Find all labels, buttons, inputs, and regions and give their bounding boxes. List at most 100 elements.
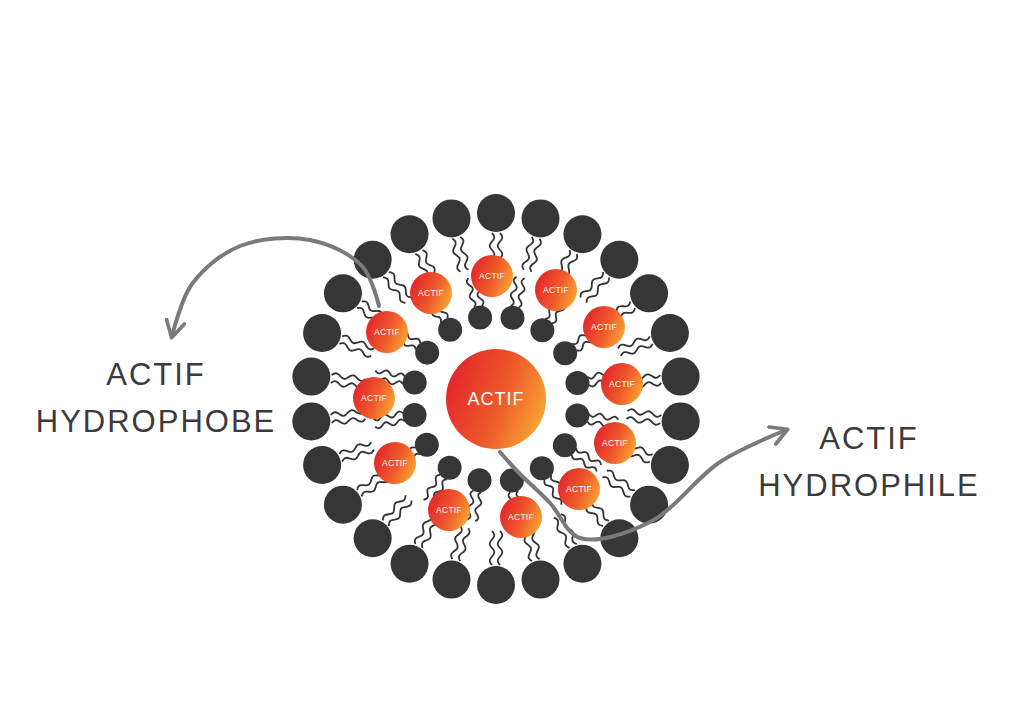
lipid-tail bbox=[451, 526, 462, 559]
lipid-head bbox=[651, 446, 689, 484]
lipid-tail bbox=[602, 477, 630, 497]
lipid-head bbox=[662, 358, 700, 396]
active-disc bbox=[500, 496, 542, 538]
lipid-head bbox=[468, 468, 492, 492]
lipid-head bbox=[403, 371, 427, 395]
lipid-tail bbox=[498, 531, 503, 565]
lipid-tail bbox=[587, 277, 610, 302]
lipid-head bbox=[565, 403, 589, 427]
lipid-head bbox=[530, 318, 554, 342]
lipid-head bbox=[651, 314, 689, 352]
membrane-active-circle: ACTIF bbox=[601, 363, 643, 405]
lipid-head bbox=[565, 371, 589, 395]
lipid-tail bbox=[339, 442, 371, 454]
active-disc bbox=[374, 442, 416, 484]
membrane-active-circle: ACTIF bbox=[583, 306, 625, 348]
lipid-tail bbox=[452, 239, 460, 272]
active-label: ACTIF bbox=[602, 439, 628, 448]
lipid-tail bbox=[519, 278, 525, 307]
membrane-active-circle: ACTIF bbox=[374, 442, 416, 484]
lipid-tail bbox=[475, 492, 481, 521]
active-label: ACTIF bbox=[543, 286, 569, 295]
membrane-active-circle: ACTIF bbox=[410, 272, 452, 314]
active-label: ACTIF bbox=[361, 394, 387, 403]
membrane-active-circle: ACTIF bbox=[535, 269, 577, 311]
active-label: ACTIF bbox=[591, 323, 617, 332]
lipid-tail bbox=[375, 419, 404, 428]
lipid-bilayer bbox=[292, 194, 699, 604]
active-disc bbox=[601, 363, 643, 405]
lipid-head bbox=[500, 306, 524, 330]
membrane-active-circle: ACTIF bbox=[500, 496, 542, 538]
lipid-tail bbox=[621, 344, 653, 356]
lipid-tail bbox=[628, 409, 662, 417]
lipid-head bbox=[415, 341, 439, 365]
leader-arrow bbox=[500, 430, 786, 540]
membrane-active-circle: ACTIF bbox=[558, 468, 600, 510]
leader-arrow bbox=[172, 238, 379, 336]
active-label: ACTIF bbox=[382, 459, 408, 468]
membrane-active-circle: ACTIF bbox=[428, 489, 470, 531]
lipid-head bbox=[303, 446, 341, 484]
lipid-head bbox=[391, 545, 429, 583]
lipid-head bbox=[563, 545, 601, 583]
lipid-head bbox=[438, 456, 462, 480]
active-disc bbox=[594, 422, 636, 464]
active-disc bbox=[428, 489, 470, 531]
lipid-head bbox=[600, 241, 638, 279]
lipid-head bbox=[292, 358, 330, 396]
membrane-active-circle: ACTIF bbox=[594, 422, 636, 464]
callout-label: ACTIF HYDROPHILE bbox=[733, 416, 1005, 509]
lipid-head bbox=[530, 456, 554, 480]
lipid-tail bbox=[627, 417, 661, 425]
lipid-head bbox=[303, 314, 341, 352]
lipid-head bbox=[630, 274, 668, 312]
lipid-tail bbox=[332, 373, 366, 381]
lipid-head bbox=[438, 318, 462, 342]
callout-label: ACTIF HYDROPHOBE bbox=[20, 352, 292, 445]
lipid-head bbox=[415, 433, 439, 457]
active-label: ACTIF bbox=[374, 328, 400, 337]
active-disc bbox=[583, 306, 625, 348]
active-disc bbox=[446, 349, 546, 449]
lipid-head bbox=[391, 215, 429, 253]
active-disc bbox=[535, 269, 577, 311]
lipid-head bbox=[553, 433, 577, 457]
lipid-head bbox=[563, 215, 601, 253]
core-active-circle: ACTIF bbox=[446, 349, 546, 449]
lipid-head bbox=[477, 194, 515, 232]
lipid-tail bbox=[530, 239, 541, 272]
active-disc bbox=[366, 311, 408, 353]
lipid-tail bbox=[332, 418, 366, 424]
lipid-head bbox=[324, 274, 362, 312]
lipid-head bbox=[522, 561, 560, 599]
inner-leaflet bbox=[374, 277, 619, 522]
lipid-tail bbox=[460, 237, 468, 270]
lipid-tail bbox=[490, 531, 495, 565]
lipid-head bbox=[292, 402, 330, 440]
lipid-tail bbox=[589, 414, 618, 420]
lipid-head bbox=[432, 561, 470, 599]
lipid-head bbox=[403, 403, 427, 427]
membrane-active-circle: ACTIF bbox=[353, 377, 395, 419]
lipid-head bbox=[630, 486, 668, 524]
lipid-head bbox=[324, 486, 362, 524]
active-label: ACTIF bbox=[508, 513, 534, 522]
lipid-tail bbox=[415, 514, 432, 544]
active-label: ACTIF bbox=[436, 506, 462, 515]
lipid-tail bbox=[389, 272, 412, 297]
active-label: ACTIF bbox=[609, 380, 635, 389]
active-disc bbox=[471, 255, 513, 297]
active-disc bbox=[353, 377, 395, 419]
active-label: ACTIF bbox=[479, 272, 505, 281]
lipid-head bbox=[522, 199, 560, 237]
outer-leaflet bbox=[292, 194, 699, 604]
lipid-tail bbox=[375, 370, 404, 376]
lipid-head bbox=[354, 519, 392, 557]
lipid-head bbox=[477, 566, 515, 604]
active-disc bbox=[410, 272, 452, 314]
active-label: ACTIF bbox=[418, 289, 444, 298]
active-disc bbox=[558, 468, 600, 510]
leader-arrows bbox=[172, 238, 786, 540]
